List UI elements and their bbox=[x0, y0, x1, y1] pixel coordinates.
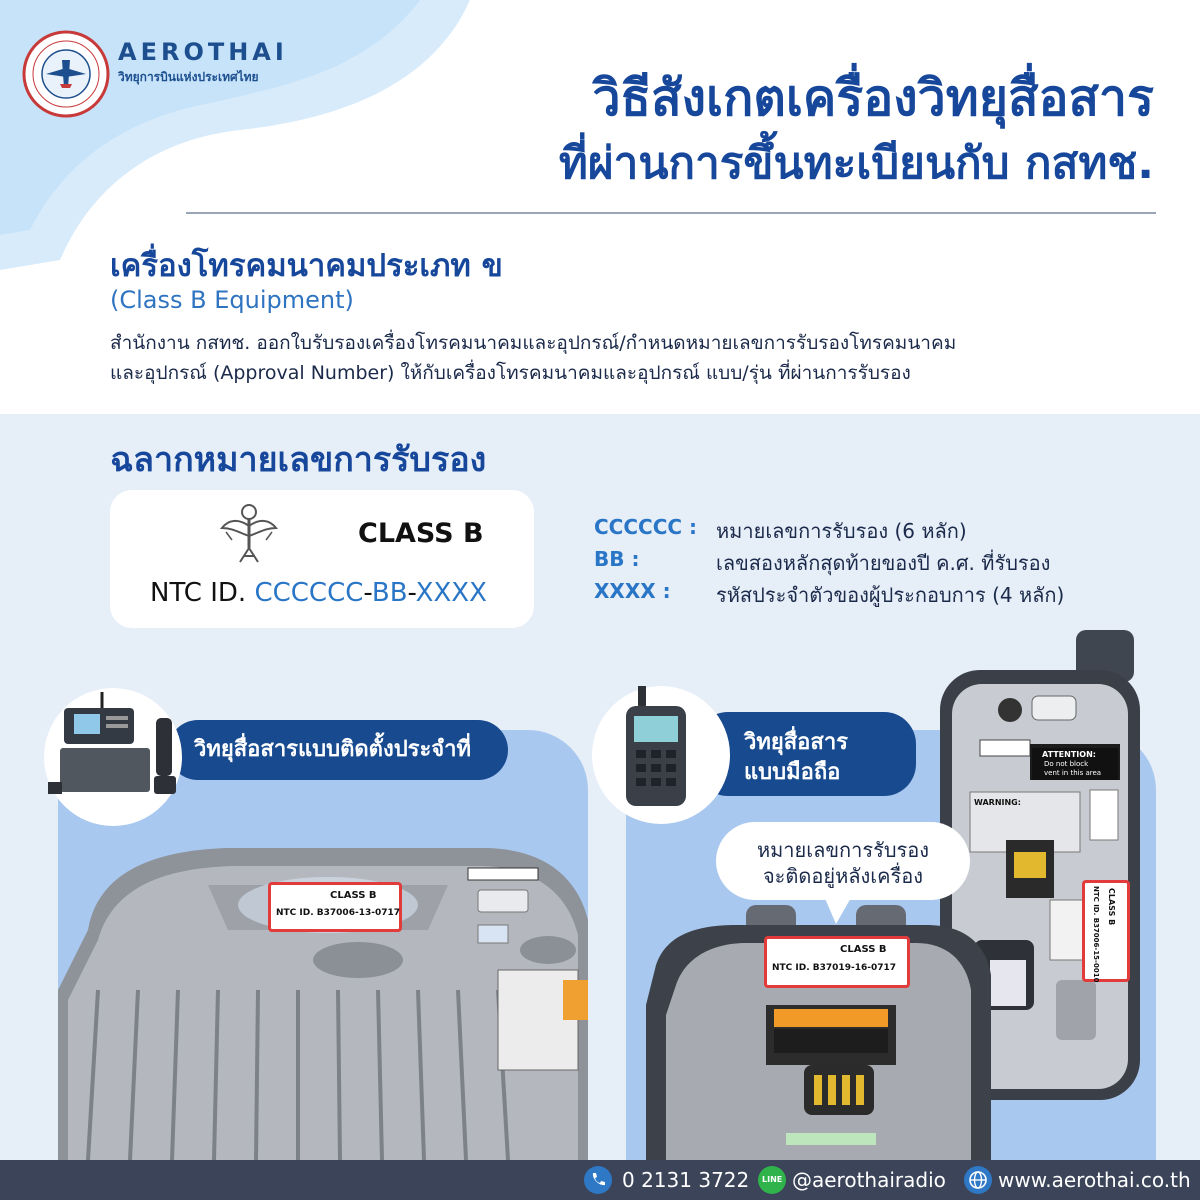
ntc-dash-2: - bbox=[407, 578, 416, 608]
phone-icon bbox=[584, 1166, 612, 1194]
line-app-icon: LINE bbox=[758, 1166, 786, 1194]
callout-line2: จะติดอยู่หลังเครื่อง bbox=[762, 864, 924, 888]
attention-line2: vent in this area bbox=[1044, 769, 1102, 777]
handheld-side-sticker bbox=[1082, 880, 1130, 982]
handheld-label-line1: วิทยุสื่อสาร bbox=[744, 730, 848, 755]
side-sticker-class: CLASS B bbox=[1107, 888, 1116, 926]
legend-value-x: รหัสประจำตัวของผู้ประกอบการ (4 หลัก) bbox=[716, 583, 1065, 607]
brand-subtitle: วิทยุการบินแห่งประเทศไทย bbox=[118, 70, 259, 84]
fixed-radio-sticker bbox=[268, 882, 402, 932]
attention-label bbox=[1032, 748, 1118, 780]
handheld-sticker-class: CLASS B bbox=[840, 944, 887, 955]
card-class-text: CLASS B bbox=[358, 518, 484, 549]
footer-website[interactable]: www.aerothai.co.th bbox=[998, 1168, 1191, 1192]
handheld-radio-icon bbox=[626, 686, 686, 806]
ntc-prefix: NTC ID. bbox=[150, 578, 247, 608]
section-heading: เครื่องโทรคมนาคมประเภท ข bbox=[110, 248, 503, 284]
side-sticker-id: NTC ID. B37006-15-0010 bbox=[1092, 886, 1100, 983]
label-example-card bbox=[110, 490, 534, 628]
description-line1: สำนักงาน กสทช. ออกใบรับรองเครื่องโทรคมนา… bbox=[110, 332, 957, 354]
page-title-line1: วิธีสังเกตเครื่องวิทยุสื่อสาร bbox=[592, 69, 1154, 127]
legend-value-c: หมายเลขการรับรอง (6 หลัก) bbox=[716, 519, 967, 543]
section-subheading: (Class B Equipment) bbox=[110, 286, 354, 314]
legend-value-b: เลขสองหลักสุดท้ายของปี ค.ศ. ที่รับรอง bbox=[716, 551, 1051, 575]
footer-phone[interactable]: 0 2131 3722 bbox=[622, 1168, 750, 1192]
aerothai-logo-icon bbox=[22, 30, 110, 118]
ntc-code-x: XXXX bbox=[415, 578, 487, 608]
attention-title: ATTENTION: bbox=[1042, 750, 1096, 759]
callout-pointer bbox=[824, 896, 852, 924]
ntc-dash-1: - bbox=[363, 578, 372, 608]
globe-icon bbox=[964, 1166, 992, 1194]
card-ntc-id: NTC ID. CCCCCC-BB-XXXX bbox=[150, 578, 487, 608]
callout-bubble bbox=[716, 822, 970, 900]
legend-key-b: BB : bbox=[594, 547, 640, 571]
legend-key-c: CCCCCC : bbox=[594, 515, 698, 539]
handheld-label-line2: แบบมือถือ bbox=[744, 760, 841, 785]
line-icon-text: LINE bbox=[762, 1175, 783, 1184]
handheld-battery-sticker bbox=[764, 936, 910, 988]
label-section-heading: ฉลากหมายเลขการรับรอง bbox=[110, 440, 487, 480]
fixed-sticker-id: NTC ID. B37006-13-0717 bbox=[276, 908, 400, 918]
legend-key-x: XXXX : bbox=[594, 579, 671, 603]
handheld-sticker-id: NTC ID. B37019-16-0717 bbox=[772, 963, 896, 973]
attention-line1: Do not block bbox=[1044, 760, 1089, 768]
ntc-code-b: BB bbox=[371, 578, 408, 608]
fixed-radio-label: วิทยุสื่อสารแบบติดตั้งประจำที่ bbox=[168, 720, 508, 780]
callout-line1: หมายเลขการรับรอง bbox=[756, 838, 930, 862]
fixed-sticker-class: CLASS B bbox=[330, 890, 377, 901]
brand-name: AEROTHAI bbox=[118, 38, 288, 66]
handheld-radio-label: วิทยุสื่อสาร แบบมือถือ bbox=[696, 712, 916, 796]
garuda-emblem-icon bbox=[219, 504, 279, 563]
fixed-radio-icon bbox=[48, 692, 176, 794]
title-divider bbox=[186, 212, 1156, 214]
page-title-line2: ที่ผ่านการขึ้นทะเบียนกับ กสทช. bbox=[558, 138, 1154, 189]
warning-text: WARNING: bbox=[974, 798, 1021, 807]
footer-line-id[interactable]: @aerothairadio bbox=[792, 1168, 946, 1192]
caution-text: CAUTION bbox=[820, 1008, 861, 1017]
description-line2: และอุปกรณ์ (Approval Number) ให้กับเครื่… bbox=[110, 362, 911, 384]
ntc-code-c: CCCCCC bbox=[254, 578, 364, 608]
